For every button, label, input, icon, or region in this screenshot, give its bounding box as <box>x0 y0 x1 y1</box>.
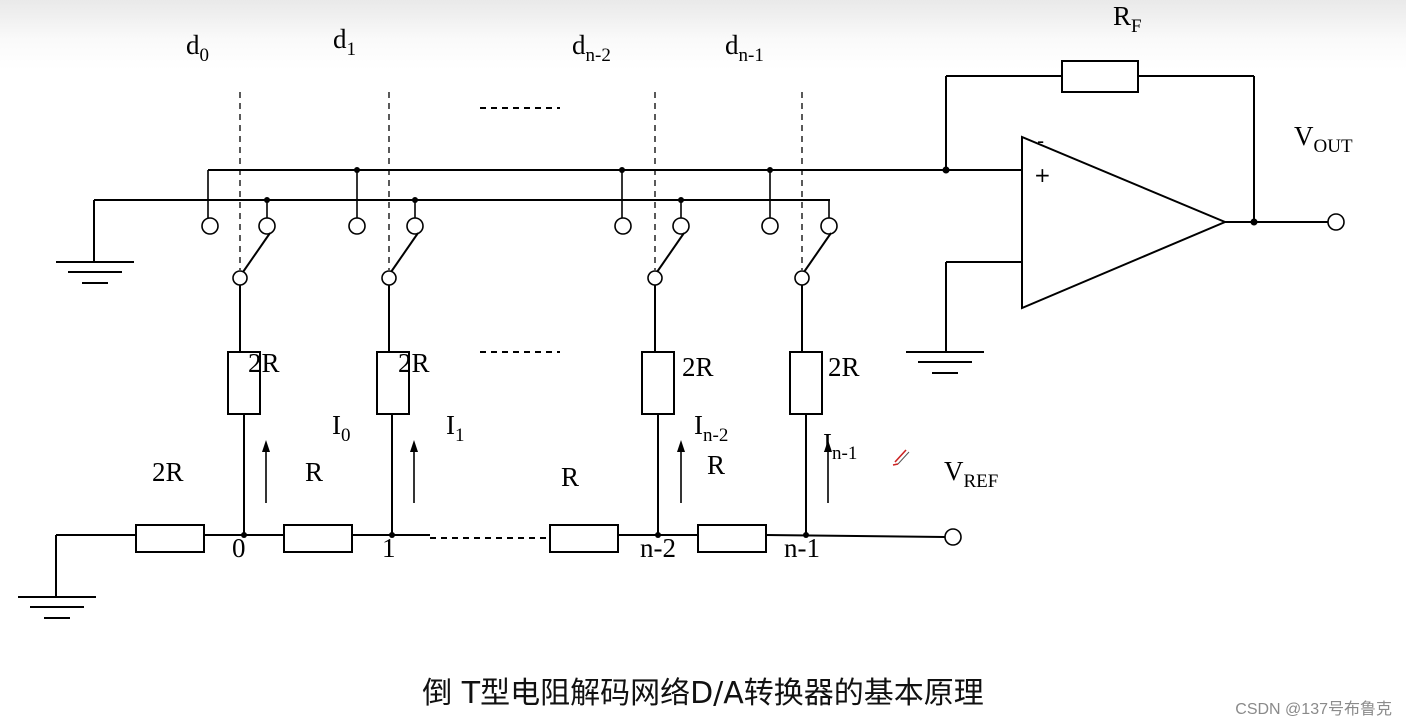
in2-label: In-2 <box>694 410 728 446</box>
feedback-resistor-rf <box>1061 60 1139 93</box>
ground-symbol-opamp <box>906 351 984 374</box>
vref-terminal <box>944 528 962 546</box>
in1-label: In-1 <box>823 428 857 464</box>
label-2r-branch-1: 2R <box>398 348 430 378</box>
switch-branch-n2 <box>614 167 690 535</box>
resistor-r-a <box>283 524 353 553</box>
vout-label: VOUT <box>1294 121 1353 157</box>
label-2r-branch-n1: 2R <box>828 352 860 382</box>
switch-branch-1 <box>348 167 424 535</box>
pencil-cursor-icon <box>892 449 910 466</box>
switch-branch-0 <box>201 170 276 535</box>
resistor-r-b <box>549 524 619 553</box>
resistor-2r-ground <box>135 524 205 553</box>
opamp-minus-sign: - <box>1037 129 1044 153</box>
label-r-b: R <box>561 462 579 492</box>
vref-label: VREF <box>944 456 998 492</box>
opamp-triangle <box>1021 135 1228 310</box>
ground-symbol-left <box>56 261 134 284</box>
diagram-caption: 倒 T型电阻解码网络D/A转换器的基本原理 <box>422 676 984 711</box>
node-label-0: 0 <box>232 533 246 563</box>
i1-label: I1 <box>446 410 465 446</box>
i0-label: I0 <box>332 410 351 446</box>
d1-label: d1 <box>333 24 356 60</box>
node-label-n1: n-1 <box>784 533 820 563</box>
switch-branch-n1 <box>761 167 838 535</box>
dn2-label: dn-2 <box>572 30 611 66</box>
resistor-r-c <box>697 524 767 553</box>
rf-label: RF <box>1113 1 1142 37</box>
node-label-1: 1 <box>382 533 396 563</box>
ground-symbol-bottom <box>18 596 96 619</box>
label-r-a: R <box>305 457 323 487</box>
watermark: CSDN @137号布鲁克 <box>1235 701 1392 718</box>
label-r-c: R <box>707 450 725 480</box>
d0-label: d0 <box>186 30 209 66</box>
opamp-plus-sign: + <box>1034 163 1051 187</box>
node-label-n2: n-2 <box>640 533 676 563</box>
label-2r-branch-n2: 2R <box>682 352 714 382</box>
vout-terminal <box>1327 213 1345 231</box>
dn1-label: dn-1 <box>725 30 764 66</box>
current-arrows <box>262 440 832 503</box>
label-2r-branch-0: 2R <box>248 348 280 378</box>
label-2r-ground: 2R <box>152 457 184 487</box>
